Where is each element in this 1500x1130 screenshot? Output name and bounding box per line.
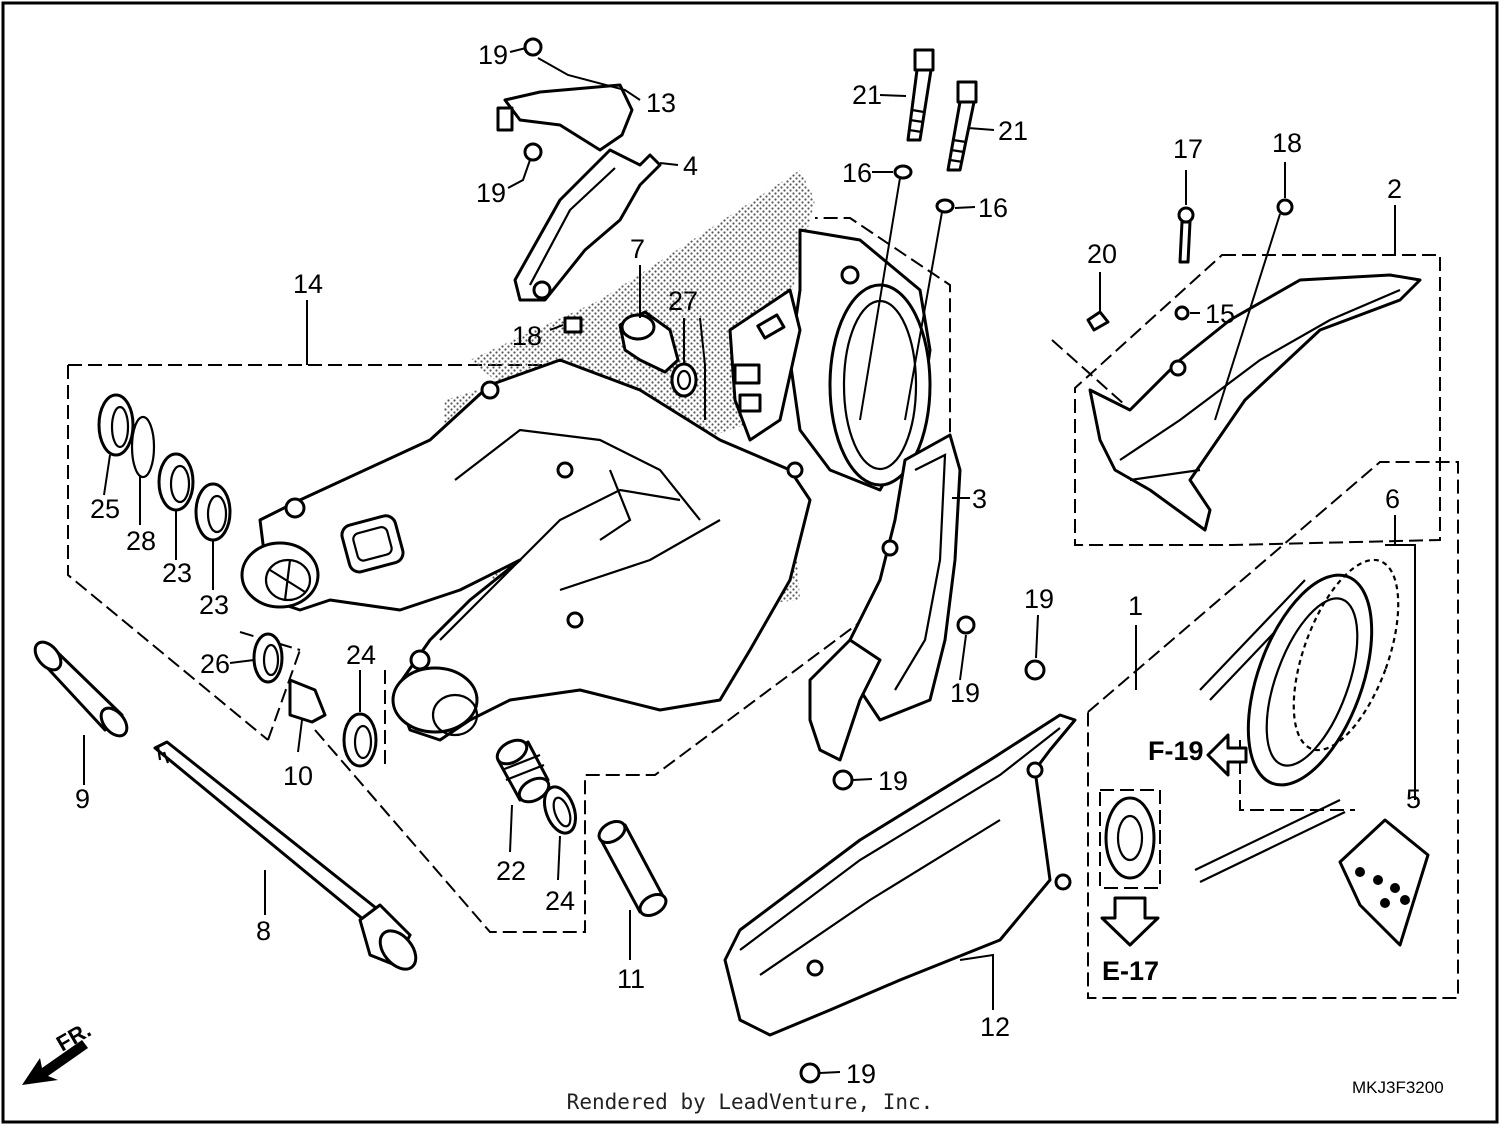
callout-5: 5 bbox=[1406, 784, 1421, 814]
callout-19: 19 bbox=[878, 766, 908, 796]
ref-f19: F-19 bbox=[1148, 736, 1204, 766]
bolts-21 bbox=[859, 48, 978, 421]
callout-28: 28 bbox=[126, 526, 156, 556]
callout-11: 11 bbox=[617, 964, 645, 994]
callout-23: 23 bbox=[199, 590, 229, 620]
swingarm bbox=[240, 358, 812, 742]
callout-16: 16 bbox=[978, 193, 1008, 223]
diagram-code: MKJ3F3200 bbox=[1352, 1078, 1444, 1097]
group-boundaries bbox=[67, 217, 1459, 999]
collar-9-axle-8 bbox=[33, 640, 418, 971]
callout-10: 10 bbox=[283, 761, 313, 791]
bearing-housing bbox=[728, 228, 932, 492]
callout-13: 13 bbox=[646, 88, 676, 118]
collars-22-11 bbox=[495, 738, 668, 917]
drive-chain-kit bbox=[1099, 558, 1430, 947]
callout-1: 1 bbox=[1128, 591, 1143, 621]
callout-22: 22 bbox=[496, 856, 526, 886]
callout-26: 26 bbox=[200, 649, 230, 679]
callout-12: 12 bbox=[980, 1012, 1010, 1042]
callout-19: 19 bbox=[846, 1059, 876, 1089]
callout-labels: 19 13 4 19 21 21 16 16 17 18 2 20 15 14 … bbox=[52, 40, 1444, 1097]
chain-guard-2 bbox=[1086, 198, 1422, 532]
callout-6: 6 bbox=[1385, 484, 1400, 514]
callout-24: 24 bbox=[545, 886, 575, 916]
bracket-13-4 bbox=[496, 37, 662, 302]
reference-arrows bbox=[22, 733, 1248, 1085]
callout-19: 19 bbox=[950, 678, 980, 708]
front-marker: FR. bbox=[52, 1017, 95, 1056]
callout-19: 19 bbox=[478, 40, 508, 70]
callout-4: 4 bbox=[683, 151, 698, 181]
callout-23: 23 bbox=[162, 558, 192, 588]
callout-20: 20 bbox=[1087, 239, 1117, 269]
callout-19: 19 bbox=[1024, 584, 1054, 614]
callout-18: 18 bbox=[512, 321, 542, 351]
callout-19: 19 bbox=[476, 178, 506, 208]
callout-24: 24 bbox=[346, 640, 376, 670]
callout-8: 8 bbox=[256, 916, 271, 946]
ref-e17: E-17 bbox=[1102, 956, 1159, 986]
callout-16: 16 bbox=[842, 158, 872, 188]
callout-9: 9 bbox=[75, 784, 90, 814]
callout-15: 15 bbox=[1205, 299, 1235, 329]
callout-21: 21 bbox=[998, 116, 1028, 146]
leader-lines bbox=[83, 47, 1416, 1074]
callout-17: 17 bbox=[1173, 134, 1203, 164]
callout-18: 18 bbox=[1272, 128, 1302, 158]
callout-21: 21 bbox=[852, 80, 882, 110]
callout-14: 14 bbox=[293, 269, 323, 299]
callout-2: 2 bbox=[1387, 174, 1402, 204]
chain-slider-3 bbox=[808, 433, 976, 791]
callout-25: 25 bbox=[90, 494, 120, 524]
rendered-by-footer: Rendered by LeadVenture, Inc. bbox=[566, 1090, 934, 1114]
chain-case-12 bbox=[723, 659, 1077, 1084]
callout-27: 27 bbox=[668, 286, 698, 316]
fittings bbox=[563, 310, 698, 398]
callout-7: 7 bbox=[630, 234, 645, 264]
callout-3: 3 bbox=[972, 484, 987, 514]
